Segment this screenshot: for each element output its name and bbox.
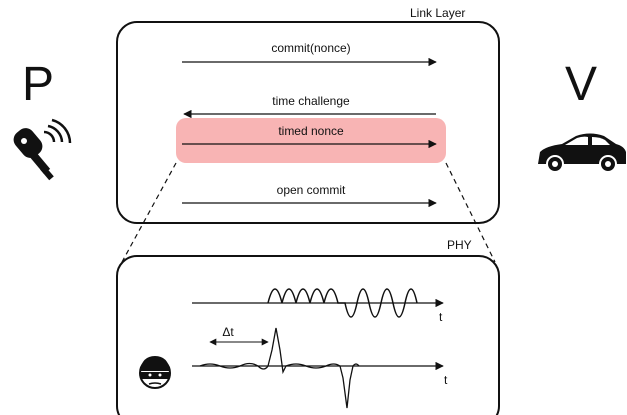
thief-icon [139, 356, 171, 389]
zoom-line-left [121, 162, 177, 263]
prover-letter: P [22, 58, 54, 111]
phy-box [116, 255, 500, 415]
link-layer-box [116, 21, 500, 224]
verifier-letter: V [565, 58, 597, 111]
message-label-commit: commit(nonce) [271, 41, 350, 55]
timed-nonce-highlight [176, 118, 446, 163]
phy-axis-label-top: t [439, 310, 443, 324]
car-key-icon [13, 118, 72, 181]
delta-t-label: Δt [222, 325, 234, 339]
message-label-open-commit: open commit [277, 183, 346, 197]
message-label-time-challenge: time challenge [272, 94, 350, 108]
phy-signal-top [267, 288, 418, 318]
phy-axis-label-bottom: t [444, 373, 448, 387]
phy-signal-bottom [199, 327, 360, 409]
car-icon [538, 133, 626, 173]
phy-title: PHY [447, 238, 472, 252]
link-layer-title: Link Layer [410, 6, 465, 20]
message-label-timed-nonce: timed nonce [278, 124, 344, 138]
zoom-line-right [445, 162, 496, 263]
